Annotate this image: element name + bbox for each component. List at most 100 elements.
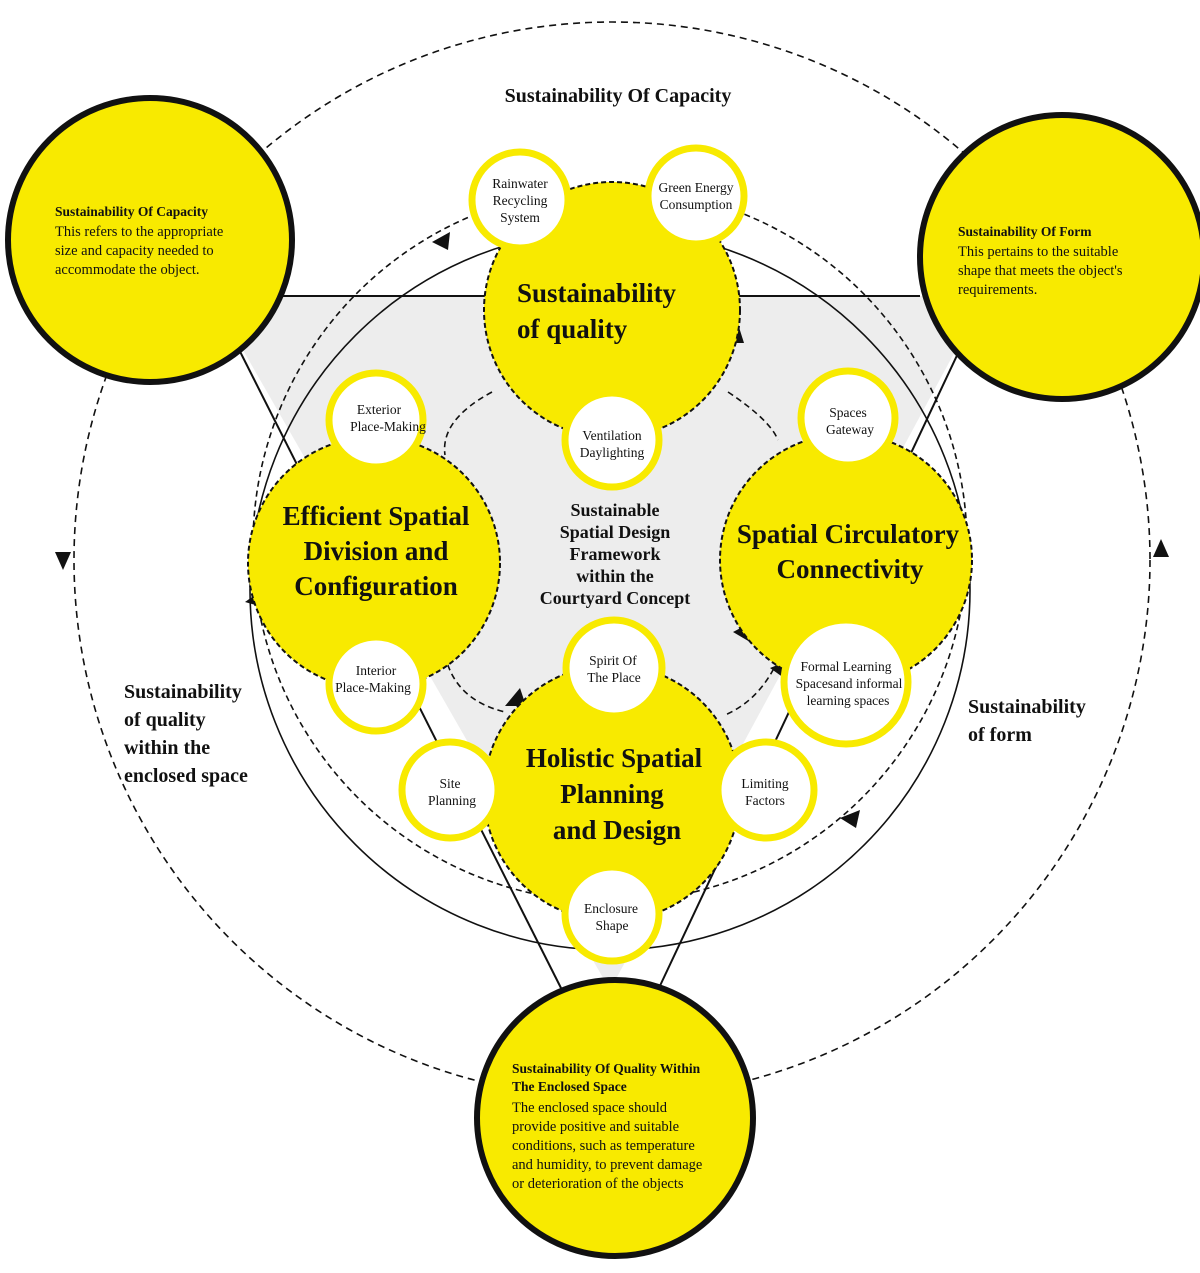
quality-body-line: conditions, such as temperature — [512, 1138, 695, 1154]
inner-diamond — [443, 391, 779, 716]
form-heading: Sustainability Of Form — [958, 224, 1092, 239]
interior-label-line: Interior — [356, 663, 397, 678]
interior-label-line: Place-Making — [335, 680, 411, 695]
arrow-outer-right — [1153, 539, 1169, 557]
enclosure-label-line: Shape — [596, 918, 629, 933]
arrow-outer-left — [55, 552, 71, 570]
ventilation-label: Ventilation Daylighting — [580, 428, 645, 460]
limiting-label: Limiting Factors — [741, 776, 789, 808]
green-energy-node — [644, 144, 748, 248]
circulatory-label-line: Connectivity — [777, 554, 924, 584]
enclosure-node — [561, 863, 663, 965]
spaces-label-line: Gateway — [826, 422, 874, 437]
quality-corner-circle — [474, 977, 756, 1259]
rainwater-label-line: Recycling — [493, 193, 548, 208]
division-circle-label: Efficient Spatial Division and Configura… — [283, 501, 470, 601]
side-left-line: enclosed space — [124, 765, 248, 787]
quality-body-line: or deterioration of the objects — [512, 1176, 684, 1192]
top-label: Sustainability Of Capacity — [505, 85, 732, 107]
holistic-label-line: and Design — [553, 815, 681, 845]
side-left-label: Sustainability of quality within the enc… — [124, 681, 248, 787]
quality-heading-line: Sustainability Of Quality Within — [512, 1061, 701, 1076]
ventilation-node — [561, 389, 663, 491]
side-right-line: of form — [968, 724, 1032, 746]
interior-label: Interior Place-Making — [335, 663, 411, 695]
arrow-holistic-left — [505, 688, 526, 706]
holistic-label-line: Planning — [560, 779, 664, 809]
side-left-line: Sustainability — [124, 681, 242, 703]
spirit-label-line: Spirit Of — [589, 653, 637, 668]
arrow-inner-bottom-right — [840, 810, 860, 828]
form-corner-text: Sustainability Of Form This pertains to … — [958, 224, 1123, 298]
interior-node — [325, 633, 427, 735]
spaces-label-line: Spaces — [829, 405, 867, 420]
quality-heading-line: The Enclosed Space — [512, 1079, 627, 1094]
spaces-node — [797, 367, 899, 469]
center-line: Spatial Design — [560, 522, 671, 542]
site-node — [398, 738, 502, 842]
spirit-label: Spirit Of The Place — [587, 653, 641, 685]
form-body-line: shape that meets the object's — [958, 263, 1123, 279]
rainwater-label: Rainwater Recycling System — [492, 176, 548, 225]
side-right-label: Sustainability of form — [968, 696, 1086, 746]
site-label: Site Planning — [428, 776, 476, 808]
limiting-label-line: Limiting — [741, 776, 789, 791]
rainwater-label-line: System — [500, 210, 540, 225]
ventilation-label-line: Ventilation — [582, 428, 641, 443]
rainwater-label-line: Rainwater — [492, 176, 548, 191]
exterior-node — [325, 369, 427, 471]
side-left-line: within the — [124, 737, 210, 759]
center-label: Sustainable Spatial Design Framework wit… — [540, 500, 691, 608]
capacity-body-line: This refers to the appropriate — [55, 224, 223, 240]
division-label-line: Efficient Spatial — [283, 501, 470, 531]
form-body-line: requirements. — [958, 282, 1037, 298]
center-line: within the — [576, 566, 654, 586]
green-energy-label: Green Energy Consumption — [658, 180, 733, 212]
side-right-line: Sustainability — [968, 696, 1086, 718]
holistic-circle-label: Holistic Spatial Planning and Design — [526, 743, 703, 845]
spirit-node — [562, 616, 666, 720]
rainwater-node — [468, 148, 572, 252]
exterior-label-line: Exterior — [357, 402, 402, 417]
capacity-heading: Sustainability Of Capacity — [55, 204, 208, 219]
capacity-body-line: accommodate the object. — [55, 262, 200, 278]
quality-circle-label: Sustainability of quality — [517, 278, 677, 344]
division-label-line: Configuration — [294, 571, 458, 601]
quality-label-line: Sustainability — [517, 278, 677, 308]
quality-corner-text: Sustainability Of Quality Within The Enc… — [512, 1061, 702, 1192]
capacity-body-line: size and capacity needed to — [55, 243, 214, 259]
arrow-inner-top-left — [432, 232, 450, 250]
formal-label-line: learning spaces — [807, 693, 890, 708]
side-left-line: of quality — [124, 709, 206, 731]
holistic-label-line: Holistic Spatial — [526, 743, 703, 773]
ventilation-label-line: Daylighting — [580, 445, 645, 460]
center-line: Sustainable — [570, 500, 659, 520]
circulatory-circle-label: Spatial Circulatory Connectivity — [737, 519, 960, 584]
quality-label-line: of quality — [517, 314, 628, 344]
site-label-line: Site — [439, 776, 460, 791]
exterior-label: Exterior Place-Making — [350, 402, 426, 434]
division-label-line: Division and — [304, 536, 449, 566]
quality-body-line: provide positive and suitable — [512, 1119, 679, 1135]
enclosure-label-line: Enclosure — [584, 901, 638, 916]
formal-node — [780, 616, 912, 748]
enclosure-label: Enclosure Shape — [584, 901, 638, 933]
exterior-label-line: Place-Making — [350, 419, 426, 434]
quality-body-line: The enclosed space should — [512, 1100, 668, 1116]
capacity-corner-circle — [5, 95, 295, 385]
form-body-line: This pertains to the suitable — [958, 244, 1118, 260]
quality-body-line: and humidity, to prevent damage — [512, 1157, 702, 1173]
spaces-label: Spaces Gateway — [826, 405, 874, 437]
formal-label: Formal Learning Spacesand informal learn… — [796, 659, 903, 708]
limiting-label-line: Factors — [745, 793, 785, 808]
limiting-node — [714, 738, 818, 842]
center-line: Courtyard Concept — [540, 588, 691, 608]
circulatory-label-line: Spatial Circulatory — [737, 519, 960, 549]
spirit-label-line: The Place — [587, 670, 641, 685]
green-energy-label-line: Green Energy — [658, 180, 733, 195]
formal-label-line: Spacesand informal — [796, 676, 903, 691]
capacity-corner-text: Sustainability Of Capacity This refers t… — [55, 204, 223, 278]
form-corner-circle — [917, 112, 1200, 402]
